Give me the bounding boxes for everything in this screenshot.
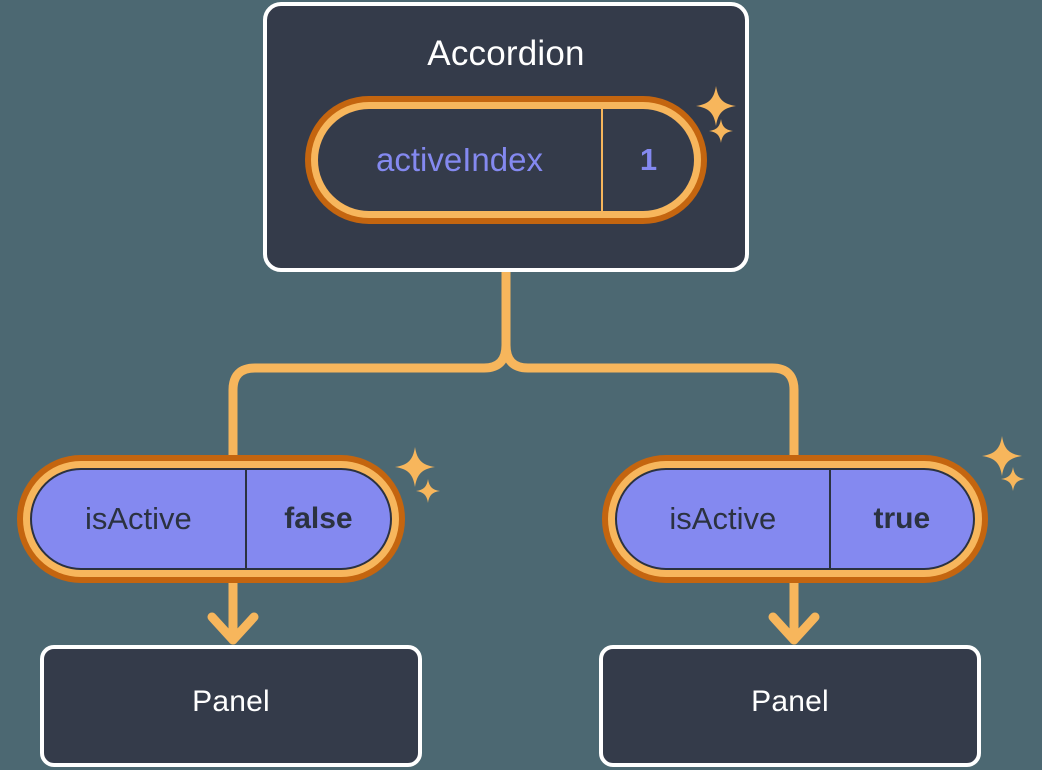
- prop-pill-is-active-left[interactable]: isActive false: [17, 455, 405, 583]
- sparkle-large-icon-left: [393, 445, 437, 489]
- panel-title-left: Panel: [192, 685, 270, 718]
- wire-branch-right: [501, 340, 799, 475]
- prop-pill-is-active-right[interactable]: isActive true: [602, 455, 988, 583]
- wire-arrow-right-head: [768, 612, 820, 645]
- state-pill-active-index[interactable]: activeIndex 1: [305, 96, 707, 224]
- panel-title-right: Panel: [751, 685, 829, 718]
- sparkle-small-icon-left: [414, 477, 442, 505]
- state-value-active-index: 1: [639, 142, 658, 177]
- pill-body: activeIndex 1: [318, 109, 694, 211]
- accordion-title: Accordion: [427, 34, 585, 73]
- wire-branch-left: [228, 340, 511, 475]
- panel-component-card-right[interactable]: Panel: [599, 645, 981, 767]
- prop-value-is-active-right: true: [873, 502, 931, 535]
- sparkle-small-icon-right: [999, 465, 1027, 493]
- prop-key-is-active-left: isActive: [32, 470, 247, 568]
- state-key-active-index: activeIndex: [318, 109, 603, 211]
- panel-component-card-left[interactable]: Panel: [40, 645, 422, 767]
- pill-body: isActive false: [30, 468, 392, 570]
- wire-arrow-left-head: [207, 612, 259, 645]
- sparkle-large-icon-right: [980, 434, 1024, 478]
- prop-value-is-active-left: false: [284, 502, 353, 535]
- prop-key-is-active-right: isActive: [617, 470, 831, 568]
- pill-body: isActive true: [615, 468, 975, 570]
